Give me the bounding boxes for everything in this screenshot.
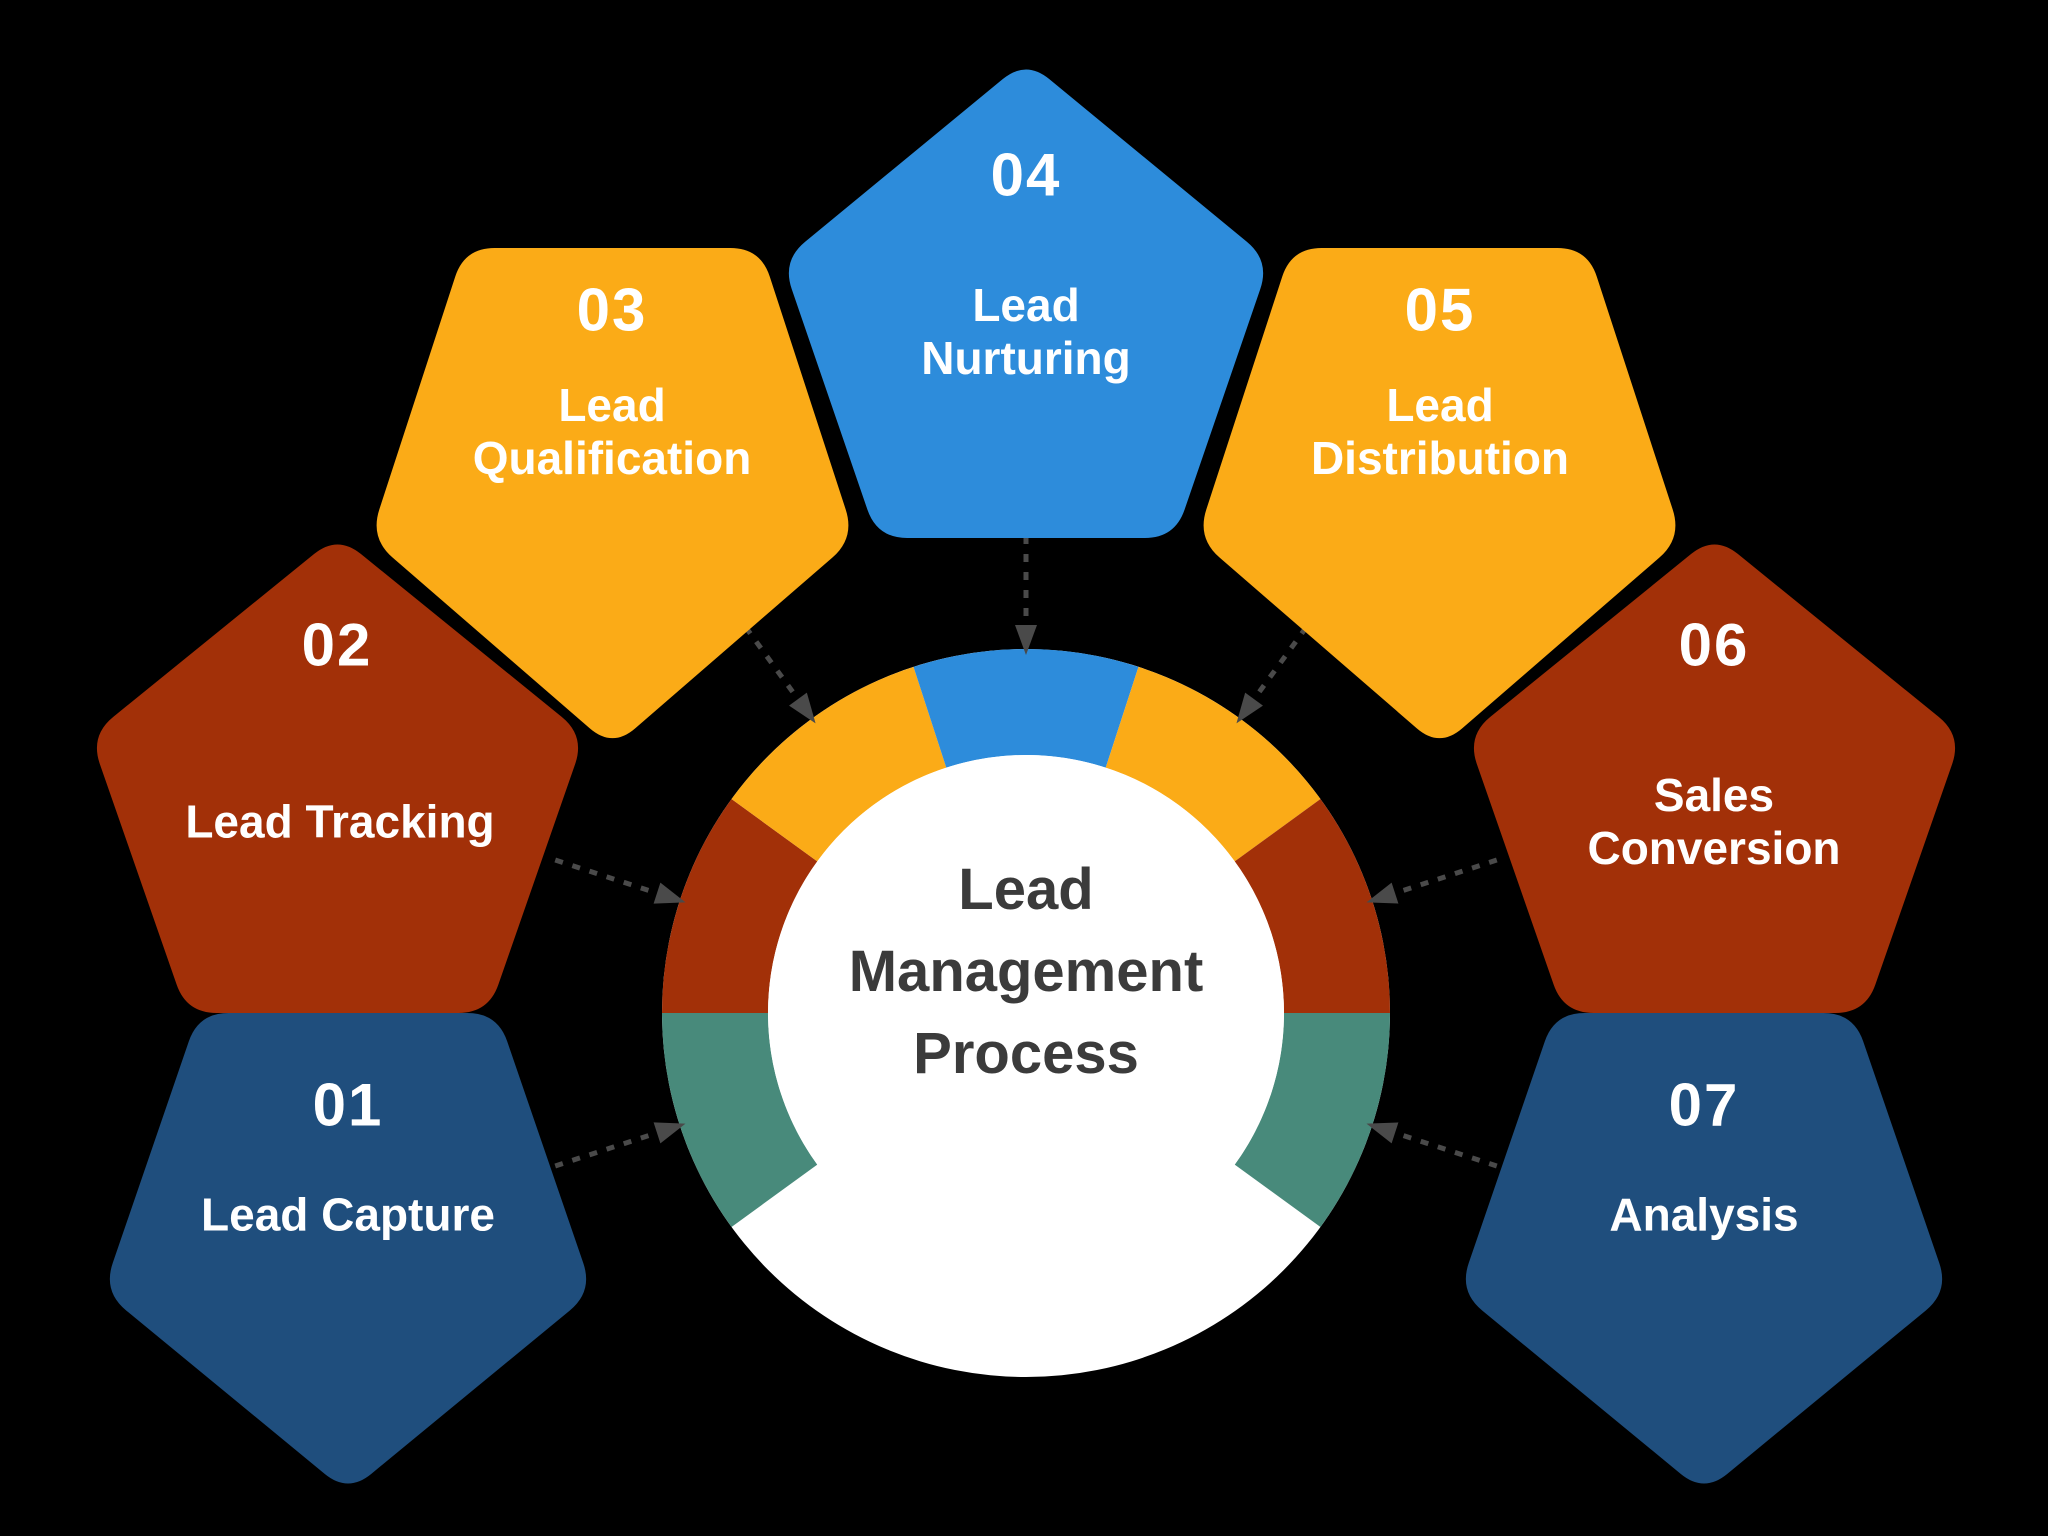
connector-01 (554, 1127, 668, 1169)
step-label-sales-conversion: Sales Conversion (1587, 769, 1841, 874)
hub-inner-disc (768, 755, 1284, 1271)
connector-arrow-03 (789, 692, 816, 724)
step-label-lead-nurturing: Lead Nurturing (921, 279, 1131, 384)
connector-06 (1384, 857, 1498, 899)
connector-arrow-05 (1236, 692, 1263, 724)
ring-segment-05 (1105, 666, 1321, 862)
pentagon-01 (109, 1013, 587, 1484)
ring-segment-04 (913, 648, 1139, 768)
step-number-04: 04 (990, 141, 1062, 209)
step-number-01: 01 (312, 1071, 384, 1139)
connector-arrow-04 (1015, 625, 1037, 655)
ring-segment-06 (1234, 799, 1390, 1013)
step-number-02: 02 (301, 611, 373, 679)
ring-segment-02 (662, 799, 818, 1013)
connector-02 (554, 857, 668, 899)
connector-arrow-02 (653, 882, 686, 904)
ring-segment-07 (1234, 1013, 1390, 1227)
pentagon-04 (788, 69, 1264, 538)
step-number-06: 06 (1678, 611, 1750, 679)
step-label-lead-capture: Lead Capture (201, 1188, 495, 1241)
center-title-line-1: Lead (958, 857, 1094, 922)
step-label-lead-qualification: Lead Qualification (472, 379, 752, 484)
step-number-05: 05 (1404, 276, 1476, 344)
step-number-03: 03 (576, 276, 648, 344)
step-number-07: 07 (1668, 1071, 1740, 1139)
pentagon-03 (376, 248, 849, 739)
pentagon-07 (1465, 1013, 1943, 1484)
ring-segment-01 (662, 1013, 818, 1227)
connector-07 (1384, 1127, 1498, 1169)
step-label-lead-distribution: Lead Distribution (1310, 379, 1570, 484)
pentagon-06 (1473, 544, 1956, 1013)
connector-arrow-07 (1366, 1122, 1399, 1144)
connector-arrow-06 (1366, 882, 1399, 904)
pentagon-05 (1203, 248, 1676, 739)
center-title: Lead Management Process (849, 849, 1204, 1095)
connector-arrow-01 (653, 1122, 686, 1144)
step-label-analysis: Analysis (1609, 1188, 1799, 1241)
ring-segment-03 (731, 666, 947, 862)
step-label-lead-tracking: Lead Tracking (185, 795, 495, 848)
center-title-line-3: Process (913, 1021, 1139, 1086)
center-title-line-2: Management (848, 939, 1204, 1004)
pentagon-02 (96, 544, 579, 1013)
